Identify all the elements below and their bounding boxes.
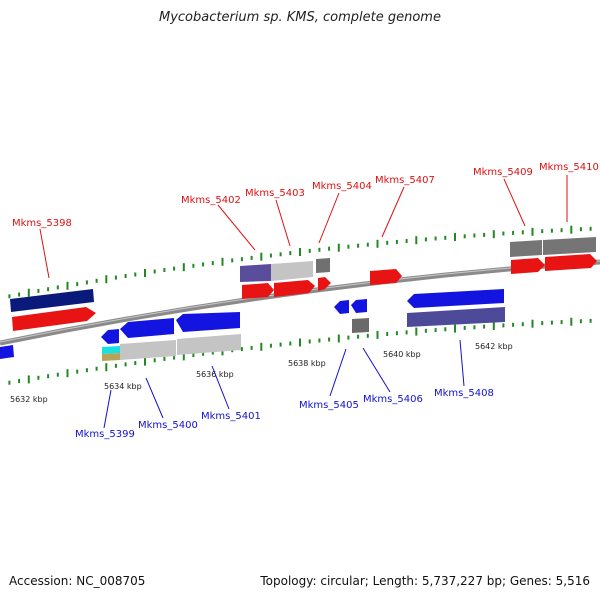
gene-label-5399[interactable]: Mkms_5399 xyxy=(75,429,135,440)
upper-ruler xyxy=(8,225,592,299)
genome-title: Mycobacterium sp. KMS, complete genome xyxy=(159,10,441,25)
tick-label: 5638 kbp xyxy=(288,359,326,368)
gene-label-5405[interactable]: Mkms_5405 xyxy=(299,400,359,411)
cds-5403-arrow[interactable] xyxy=(274,280,315,297)
gene-label-5403[interactable]: Mkms_5403 xyxy=(245,188,305,199)
leader-5406 xyxy=(362,347,391,393)
cds-5404-arrow[interactable] xyxy=(318,277,331,291)
leader-5400 xyxy=(145,377,164,419)
cds-5405-arrow[interactable] xyxy=(334,300,349,314)
cds-5410-arrow[interactable] xyxy=(545,254,597,271)
cds-5407-arrow[interactable] xyxy=(370,269,402,285)
genome-summary-text: Topology: circular; Length: 5,737,227 bp… xyxy=(260,574,590,588)
leader-5407 xyxy=(381,186,405,238)
gene-label-5402[interactable]: Mkms_5402 xyxy=(181,195,241,206)
cds-5399-arrow[interactable] xyxy=(101,329,119,344)
gene-label-5400[interactable]: Mkms_5400 xyxy=(138,420,198,431)
cds-5402-arrow[interactable] xyxy=(242,283,274,299)
cds-left-edge-arrow[interactable] xyxy=(0,345,14,359)
leader-5403 xyxy=(275,199,291,247)
gene-label-5409[interactable]: Mkms_5409 xyxy=(473,167,533,178)
gene-5406-block[interactable] xyxy=(352,318,369,333)
gene-5399-tan[interactable] xyxy=(102,353,120,361)
accession-text: Accession: NC_008705 xyxy=(9,574,146,588)
gene-label-5410[interactable]: Mkms_5410 xyxy=(539,162,599,173)
gene-5410-block[interactable] xyxy=(543,237,596,255)
gene-5402-block[interactable] xyxy=(240,264,271,282)
gene-label-5406[interactable]: Mkms_5406 xyxy=(363,394,423,405)
cds-5400-arrow[interactable] xyxy=(120,318,174,338)
gene-label-5404[interactable]: Mkms_5404 xyxy=(312,181,372,192)
forward-features xyxy=(10,237,597,331)
leader-5405 xyxy=(329,348,347,397)
leader-5408 xyxy=(459,339,465,387)
gene-5403-block[interactable] xyxy=(271,261,313,281)
leader-5399 xyxy=(103,389,112,429)
tick-label: 5642 kbp xyxy=(475,342,513,351)
gene-5409-block[interactable] xyxy=(510,240,542,257)
gene-5398-block[interactable] xyxy=(10,289,94,312)
gene-label-5407[interactable]: Mkms_5407 xyxy=(375,175,435,186)
gene-5400-block[interactable] xyxy=(120,340,176,360)
gene-5404-block[interactable] xyxy=(316,258,330,273)
cds-5401-arrow[interactable] xyxy=(176,312,240,332)
gene-5408-block[interactable] xyxy=(407,307,505,327)
lower-ruler xyxy=(8,317,592,385)
cds-5406-arrow[interactable] xyxy=(351,299,367,313)
cds-5409-arrow[interactable] xyxy=(511,258,545,274)
leader-5398 xyxy=(39,228,50,279)
leader-5409 xyxy=(503,178,526,227)
leader-5404 xyxy=(318,192,340,244)
leader-5402 xyxy=(217,204,256,251)
gene-5399-cyan[interactable] xyxy=(102,346,120,354)
reverse-features xyxy=(0,289,505,361)
gene-labels: Mkms_5398 Mkms_5399 Mkms_5400 Mkms_5401 … xyxy=(12,162,599,440)
leader-5401 xyxy=(211,365,230,410)
cds-5408-arrow[interactable] xyxy=(407,289,504,308)
gene-5401-block[interactable] xyxy=(177,334,241,355)
gene-label-5408[interactable]: Mkms_5408 xyxy=(434,388,494,399)
label-leaders xyxy=(39,175,568,429)
gene-label-5401[interactable]: Mkms_5401 xyxy=(201,411,261,422)
tick-label: 5634 kbp xyxy=(104,382,142,391)
gene-label-5398[interactable]: Mkms_5398 xyxy=(12,218,72,229)
cds-5398-arrow[interactable] xyxy=(12,307,96,331)
tick-label: 5632 kbp xyxy=(10,395,48,404)
tick-label: 5640 kbp xyxy=(383,350,421,359)
